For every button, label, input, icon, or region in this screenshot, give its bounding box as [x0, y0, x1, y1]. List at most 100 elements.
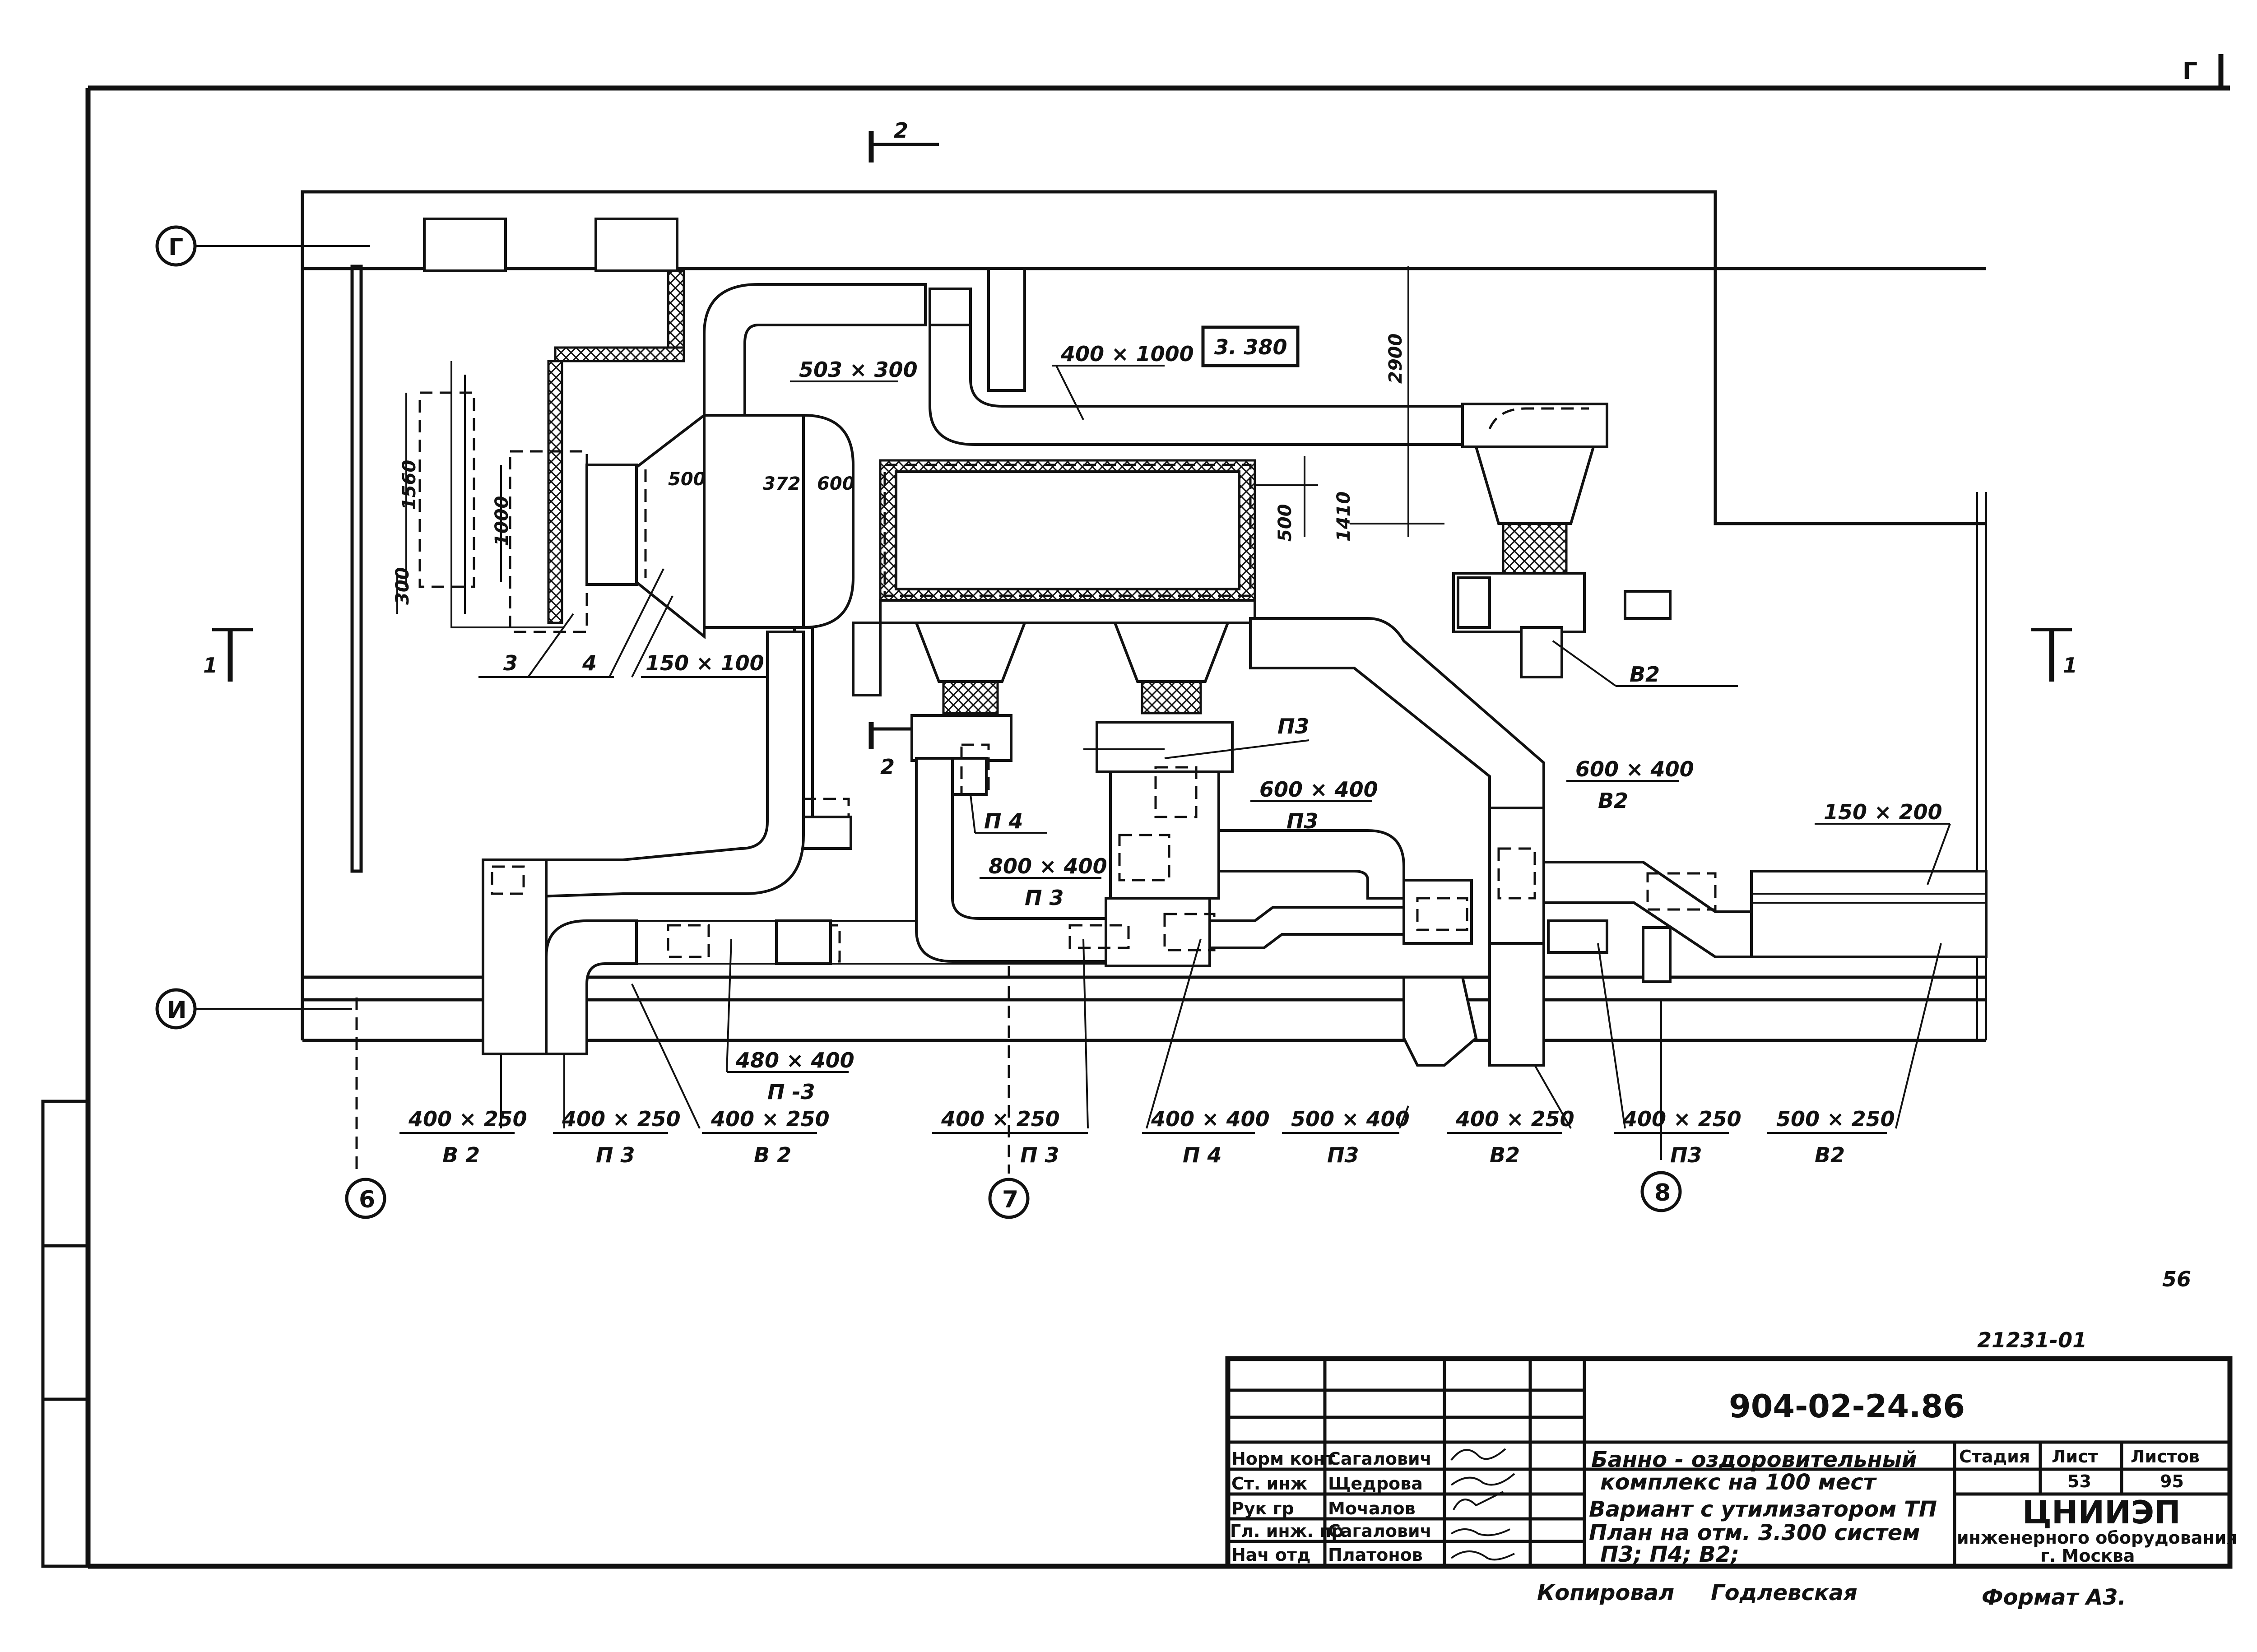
- bottom-size: 400 × 250: [711, 1107, 830, 1131]
- name-5: Платонов: [1328, 1545, 1423, 1565]
- grid-axis-8-label: 8: [1654, 1179, 1671, 1207]
- label-p3-fan: П3: [1277, 714, 1310, 738]
- label-p4: П 4: [984, 809, 1023, 833]
- bottom-size: 500 × 250: [1776, 1107, 1895, 1131]
- lower-supply-duct: [482, 631, 805, 1055]
- grid-axis-g-label: Г: [168, 234, 183, 261]
- bottom-label-7: 400 × 250 В2: [1447, 1107, 1574, 1167]
- sheet-title-1: Вариант с утилизатором ТП: [1589, 1497, 1937, 1522]
- bottom-size: 400 × 250: [1622, 1107, 1742, 1131]
- label-503x300: 503 × 300: [799, 357, 918, 382]
- bottom-system: П3: [1327, 1143, 1359, 1167]
- bottom-label-6: 500 × 400 П3: [1282, 1107, 1410, 1167]
- dim-500-inlet: 500: [668, 469, 706, 490]
- dimensions-left: [396, 393, 502, 614]
- format-label: Формат А3.: [1982, 1585, 2126, 1610]
- dim-1560: 1560: [399, 460, 420, 510]
- section-1-left: 1: [203, 653, 218, 678]
- sheet-title-3: П3; П4; В2;: [1600, 1542, 1739, 1567]
- bottom-system: В 2: [754, 1143, 791, 1167]
- org-line-3: г. Москва: [2040, 1546, 2135, 1566]
- fan-p4: [910, 714, 1012, 796]
- role-5: Нач отд: [1231, 1545, 1311, 1565]
- bottom-label-8: 400 × 250 П3: [1614, 1107, 1742, 1167]
- bottom-size: 400 × 250: [562, 1107, 681, 1131]
- inlet-transition: [585, 412, 706, 640]
- corner-mark: Г: [2183, 58, 2197, 85]
- grid-axis-7: [988, 966, 1030, 1219]
- bottom-leaders: [500, 938, 1942, 1129]
- bottom-label-2: 400 × 250 П 3: [553, 1107, 681, 1167]
- exhaust-fan-b2: [1452, 445, 1672, 678]
- dim-300: 300: [392, 567, 413, 605]
- building-outline: [301, 190, 1987, 1042]
- elevation-mark: 3. 380: [1214, 335, 1287, 359]
- sheets-value: 95: [2160, 1471, 2184, 1491]
- label-b2-fan: В2: [1630, 662, 1660, 687]
- bottom-size: 500 × 400: [1291, 1107, 1410, 1131]
- fan-p3: [1096, 721, 1234, 900]
- grid-axis-g: [155, 225, 370, 267]
- role-1: Норм конт: [1231, 1449, 1335, 1469]
- role-3: Рук гр: [1231, 1499, 1294, 1518]
- air-handling-unit: [879, 459, 1256, 602]
- bottom-size: 400 × 250: [1455, 1107, 1574, 1131]
- section-1-right: 1: [2063, 653, 2077, 678]
- bottom-size: 400 × 400: [1151, 1107, 1270, 1131]
- label-400x1000: 400 × 1000: [1060, 342, 1194, 366]
- name-3: Мочалов: [1328, 1499, 1416, 1518]
- stage-header: Стадия: [1959, 1447, 2030, 1466]
- duct-600x400-p3: [1217, 829, 1405, 900]
- branch-150x100: [791, 622, 882, 850]
- middle-duct-run: [915, 757, 1410, 967]
- name-4: Сагалович: [1328, 1521, 1432, 1541]
- sheet-number: 56: [2162, 1267, 2191, 1291]
- org-name: ЦНИИЭП: [2022, 1494, 2181, 1531]
- bottom-label-3: 400 × 250 В 2: [702, 1107, 830, 1167]
- object-line-1: Банно - оздоровительный: [1591, 1447, 1917, 1472]
- dim-500-unit: 500: [1275, 504, 1296, 542]
- label-480x400: 480 × 400: [735, 1048, 855, 1072]
- dim-1410: 1410: [1333, 492, 1354, 542]
- bottom-label-1: 400 × 250 В 2: [399, 1107, 527, 1167]
- dim-1000: 1000: [492, 496, 512, 546]
- dim-372: 372: [763, 473, 801, 494]
- name-2: Щедрова: [1328, 1474, 1423, 1494]
- signatures: [1450, 1448, 1515, 1561]
- copier-name: Годлевская: [1711, 1580, 1858, 1606]
- label-4: 4: [582, 651, 597, 675]
- label-3: 3: [503, 651, 518, 675]
- sheets-header: Листов: [2131, 1447, 2200, 1466]
- label-150x200: 150 × 200: [1824, 800, 1942, 824]
- sheet-frame: [41, 54, 2230, 1569]
- sheet-title-2: План на отм. 3.300 систем: [1589, 1520, 1920, 1545]
- grid-axis-8: [1640, 1000, 1682, 1212]
- grid-axis-7-label: 7: [1002, 1186, 1018, 1213]
- dim-2900: 2900: [1385, 334, 1406, 384]
- copied-label: Копировал: [1537, 1580, 1674, 1606]
- bottom-system: П 4: [1183, 1143, 1222, 1167]
- grid-axis-6: [345, 998, 386, 1219]
- main-supply-duct: [703, 283, 927, 629]
- duct-400x1000: [929, 324, 1608, 448]
- section-marks: [212, 131, 2072, 749]
- section-2-top: 2: [894, 118, 908, 143]
- label-p3-under-600: П3: [1286, 809, 1319, 833]
- grid-axis-6-label: 6: [359, 1186, 375, 1213]
- org-line-2: инженерного оборудования: [1957, 1528, 2238, 1548]
- dim-600: 600: [817, 473, 855, 494]
- doc-code: 904-02-24.86: [1729, 1388, 1965, 1425]
- object-line-2: комплекс на 100 мест: [1600, 1470, 1877, 1495]
- title-block: [1225, 1356, 2233, 1569]
- label-b2-under-600: В2: [1598, 789, 1628, 813]
- right-duct-run: [1402, 861, 1988, 1067]
- inventory-number: 21231-01: [1977, 1328, 2087, 1352]
- insulated-walls: [418, 269, 685, 633]
- label-600x400-b2: 600 × 400: [1575, 757, 1694, 781]
- bottom-label-4: 400 × 250 П 3: [932, 1107, 1088, 1167]
- bottom-system: В2: [1815, 1143, 1845, 1167]
- bottom-system: П 3: [1020, 1143, 1059, 1167]
- roof-units: [423, 218, 678, 272]
- sheet-value: 53: [2067, 1471, 2091, 1491]
